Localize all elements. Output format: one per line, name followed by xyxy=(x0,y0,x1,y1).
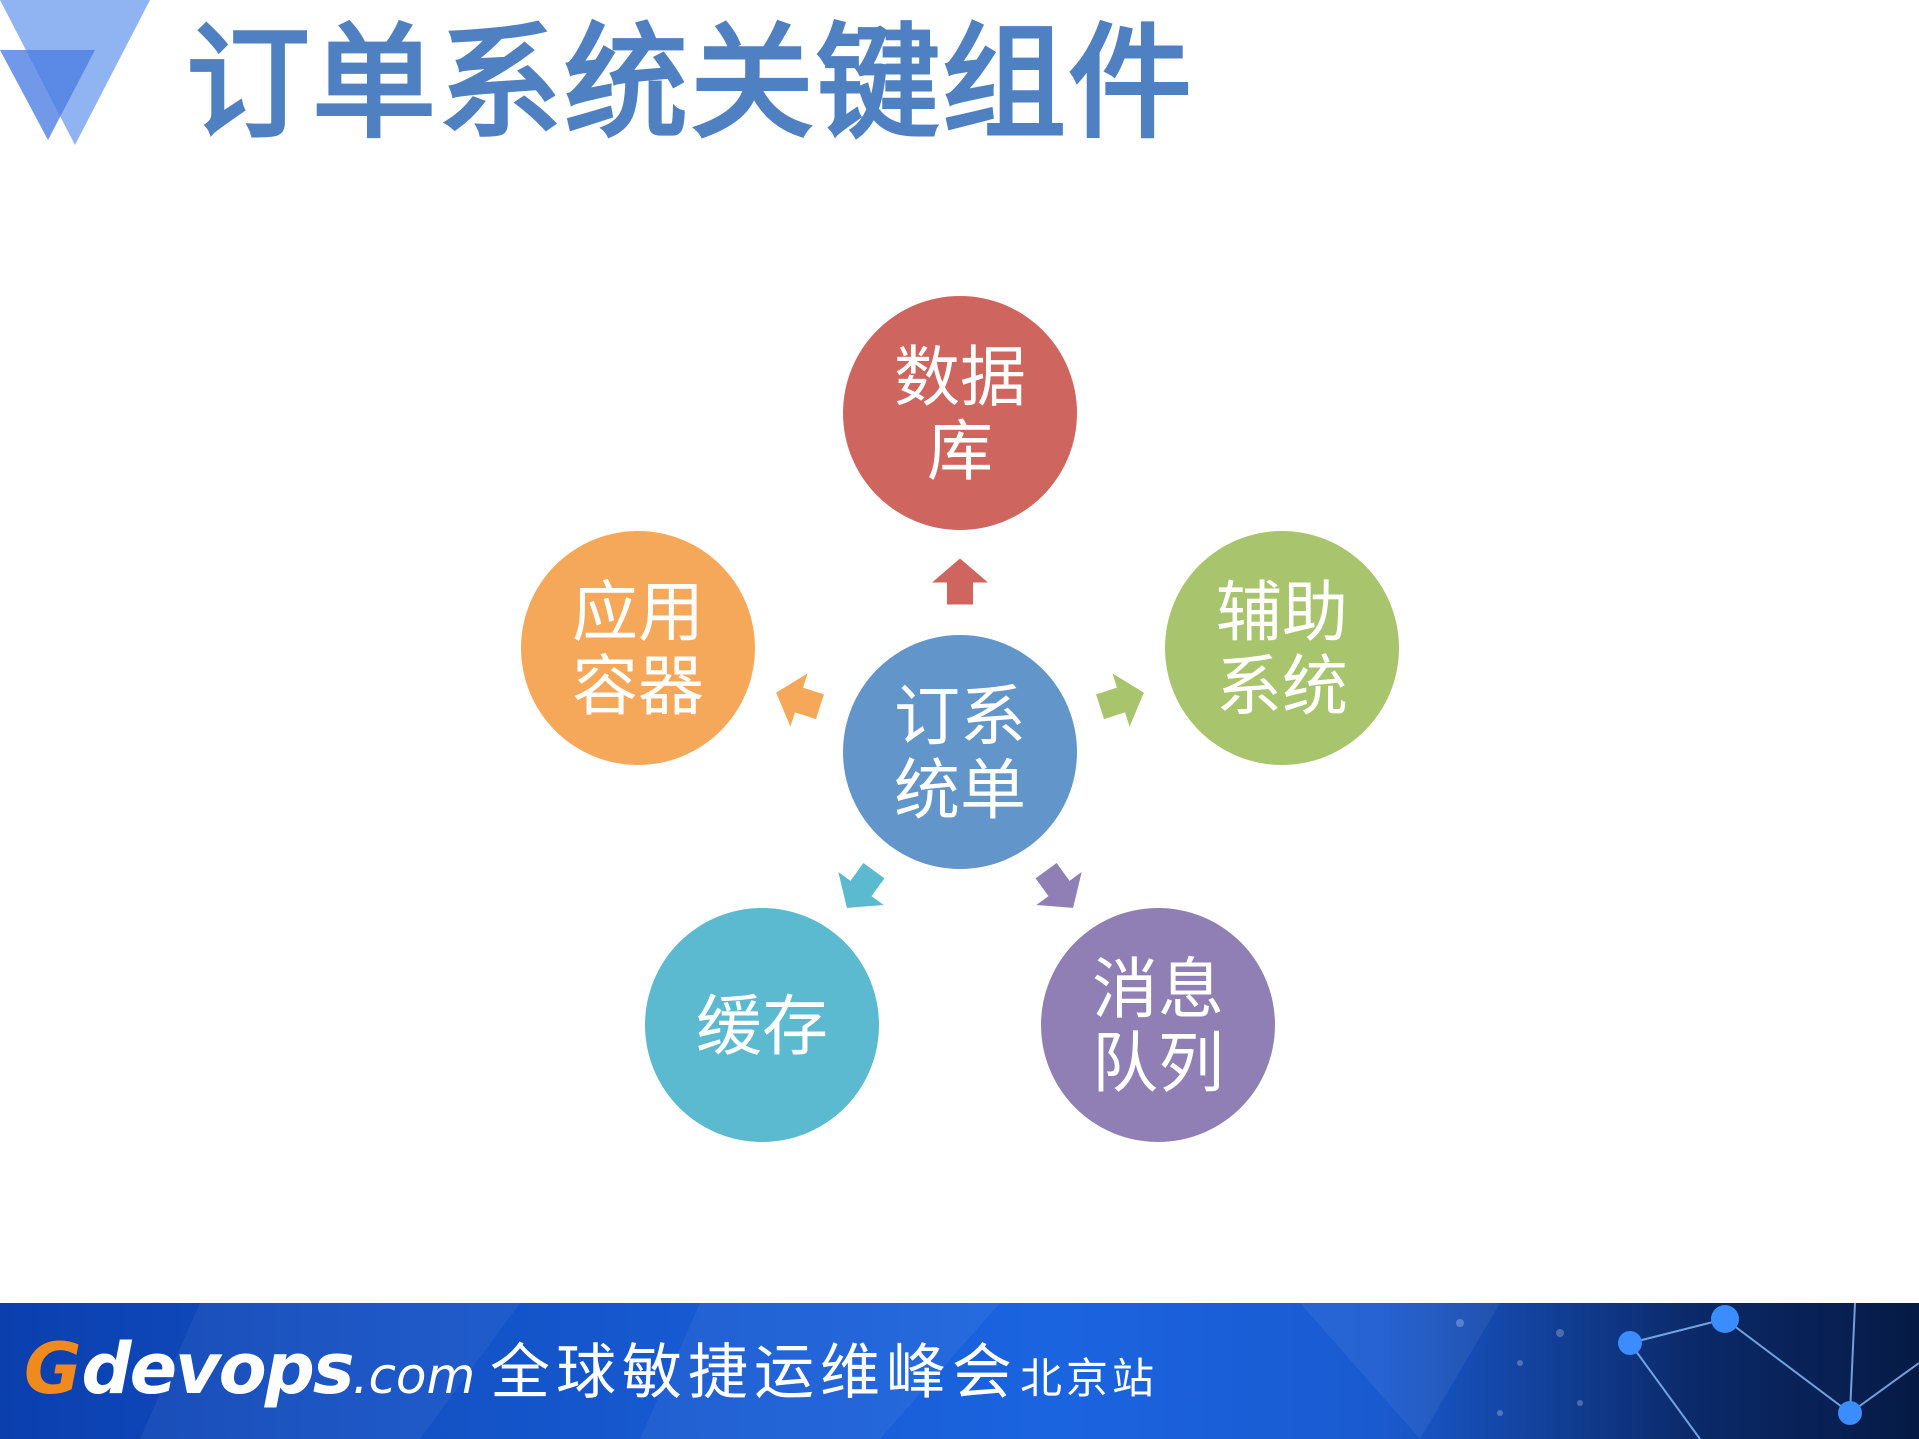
slide-title: 订单系统关键组件 xyxy=(186,12,1195,156)
auxiliary-node-label-line: 辅助 xyxy=(1216,574,1348,651)
message-queue-node-label-line: 队列 xyxy=(1092,1025,1224,1102)
triangle-logo-icon xyxy=(0,0,150,145)
brand-name: devops xyxy=(81,1328,354,1410)
database-node-circle xyxy=(843,296,1077,530)
message-queue-node-circle xyxy=(1041,908,1275,1142)
app-container-arrow xyxy=(776,673,824,727)
order-system-center-node-label-line: 统单 xyxy=(894,752,1026,829)
app-container-node-circle xyxy=(521,531,755,765)
gdevops-brand-logo: Gdevops.com xyxy=(24,1327,475,1418)
cache-arrow xyxy=(838,863,885,908)
cache-node-circle xyxy=(645,908,879,1142)
app-container-node-label-line: 容器 xyxy=(572,648,704,725)
conference-city: 北京站 xyxy=(1020,1354,1159,1403)
message-queue-arrow xyxy=(1035,863,1082,908)
auxiliary-node-label-line: 系统 xyxy=(1216,648,1348,725)
footer-banner: Gdevops.com 全球敏捷运维峰会 北京站 xyxy=(0,1303,1919,1439)
cache-node: 缓存 xyxy=(645,908,879,1142)
auxiliary-node-circle xyxy=(1165,531,1399,765)
database-arrow xyxy=(932,558,988,605)
message-queue-node-label-line: 消息 xyxy=(1092,951,1224,1028)
network-decoration-icon xyxy=(140,1303,1919,1439)
conference-name: 全球敏捷运维峰会 xyxy=(490,1338,1018,1408)
order-system-center-node-label-line: 订系 xyxy=(894,678,1026,755)
database-node: 数据库 xyxy=(843,296,1077,530)
cache-node-label-line: 缓存 xyxy=(696,988,828,1065)
order-system-center-node-circle xyxy=(843,635,1077,869)
brand-domain: .com xyxy=(352,1347,476,1405)
database-node-label-line: 数据 xyxy=(894,339,1026,416)
auxiliary-arrow xyxy=(1096,673,1144,727)
database-node-label-line: 库 xyxy=(927,413,993,490)
order-system-diagram: 数据库辅助系统消息队列缓存应用容器订系统单 xyxy=(521,296,1399,1142)
brand-g: G xyxy=(24,1328,82,1410)
app-container-node-label-line: 应用 xyxy=(572,574,704,651)
